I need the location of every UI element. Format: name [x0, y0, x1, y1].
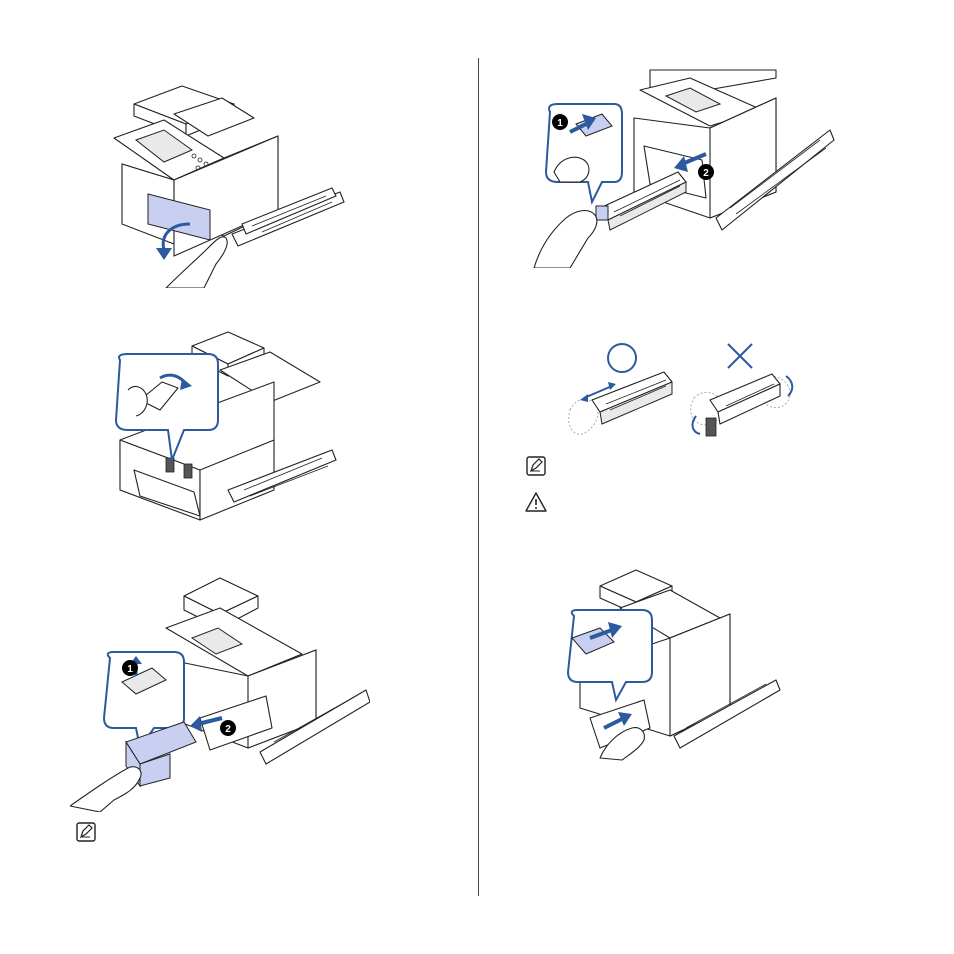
figure-remove-imaging-unit: 1 2: [530, 68, 840, 268]
incorrect-icon: [728, 344, 752, 368]
step-1-label: 1: [127, 664, 133, 675]
step-2-label: 2: [703, 168, 709, 179]
printer-illustration: [560, 568, 786, 764]
do-dont-illustration: [566, 338, 806, 448]
step-2-label: 2: [225, 724, 231, 735]
figure-insert-imaging-unit: [560, 568, 786, 764]
printer-illustration: 1 2: [530, 68, 840, 268]
figure-release-lever: [100, 330, 340, 526]
printer-illustration: 1 2: [70, 572, 370, 812]
correct-icon: [608, 344, 636, 372]
column-divider: [478, 58, 479, 896]
warning-icon: [525, 492, 547, 517]
printer-illustration: [112, 84, 348, 288]
printer-illustration: [100, 330, 340, 526]
figure-shake-imaging-unit: [566, 338, 806, 448]
note-icon: [76, 822, 96, 847]
figure-open-front-door: [112, 84, 348, 288]
step-1-label: 1: [557, 118, 563, 129]
note-icon: [526, 456, 546, 481]
figure-remove-waste-toner: 1 2: [70, 572, 370, 812]
